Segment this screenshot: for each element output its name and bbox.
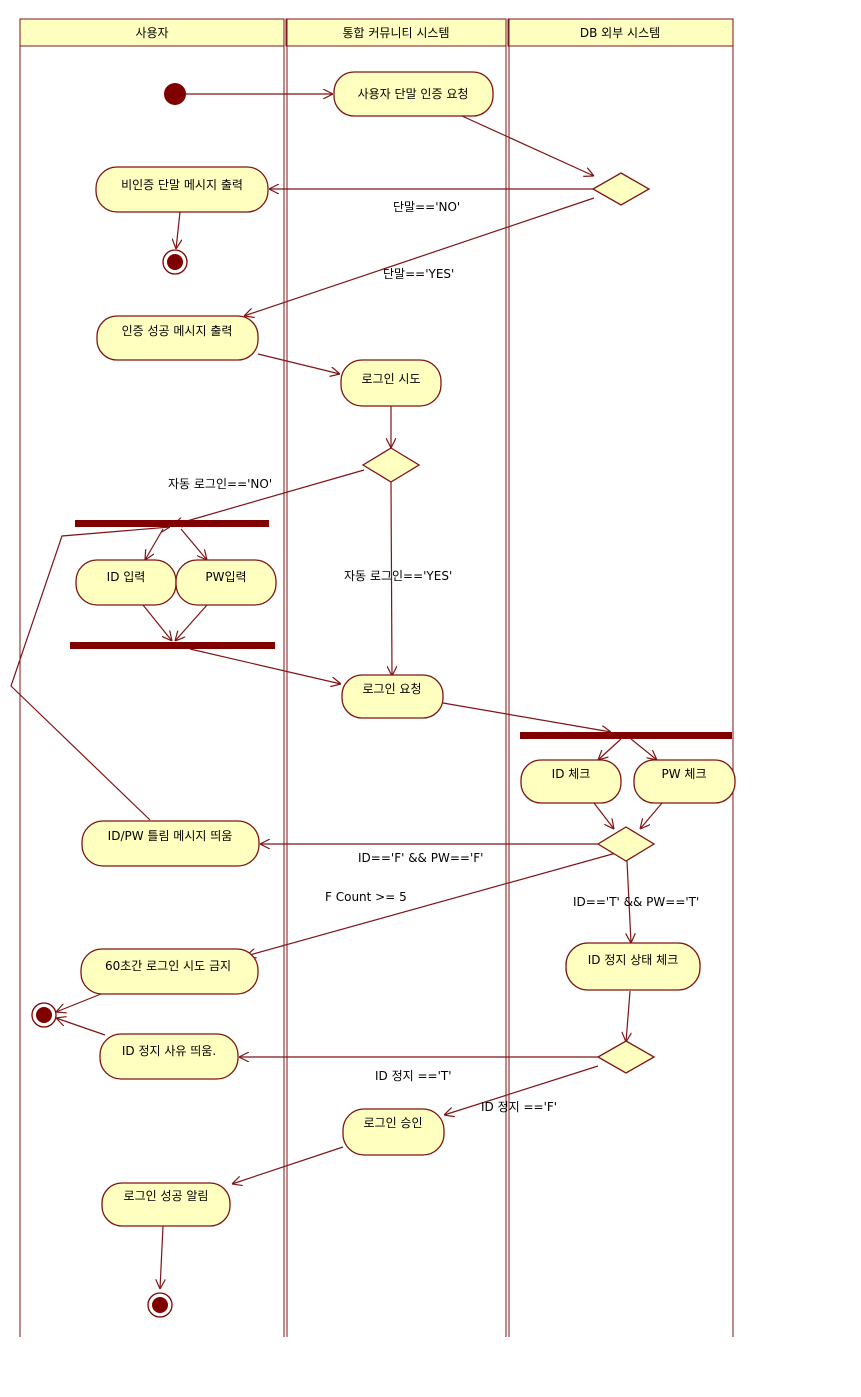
flow-pw-check-to-decision3 [640, 802, 663, 829]
flow-fork-to-pw [180, 528, 207, 560]
guard-suspended-true: ID 정지 =='T' [375, 1069, 452, 1083]
fork-bar-2 [520, 732, 732, 739]
action-login-success-notice: 로그인 성공 알림 [101, 1182, 231, 1227]
fork-bar-1 [75, 520, 269, 527]
action-auth-success-msg: 인증 성공 메시지 출력 [96, 315, 259, 361]
flow-retry-loop [10, 527, 170, 821]
flow-fork-to-id [145, 528, 164, 560]
swimlane-headers: 사용자 통합 커뮤니티 시스템 DB 외부 시스템 [19, 18, 734, 47]
guard-device-yes: 단말=='YES' [383, 267, 454, 281]
lane-title-db: DB 외부 시스템 [580, 26, 660, 40]
svg-text:ID/PW 틀림 메시지 띄움: ID/PW 틀림 메시지 띄움 [108, 829, 233, 843]
flow-approve-to-notice [232, 1146, 344, 1184]
svg-text:비인증 단말 메시지 출력: 비인증 단말 메시지 출력 [121, 178, 243, 192]
guard-labels: 단말=='NO' 단말=='YES' 자동 로그인=='NO' 자동 로그인==… [168, 200, 699, 1114]
guard-idpw-false: ID=='F' && PW=='F' [358, 851, 483, 865]
lane-header-system [285, 18, 507, 47]
svg-text:60초간 로그인 시도 금지: 60초간 로그인 시도 금지 [105, 959, 231, 973]
flow-id-to-join [142, 604, 172, 641]
action-id-input: ID 입력 [75, 559, 177, 606]
decision-auto-login [361, 447, 421, 483]
lane-header-db [507, 18, 734, 47]
flow-reason-to-end [56, 1018, 106, 1036]
flow-join-to-login-request [189, 648, 341, 684]
flow-status-to-decision4 [626, 990, 630, 1042]
action-pw-check: PW 체크 [633, 759, 736, 804]
guard-device-no: 단말=='NO' [393, 200, 460, 214]
svg-text:PW 체크: PW 체크 [662, 767, 707, 781]
action-login-request: 로그인 요청 [341, 674, 444, 719]
action-id-check: ID 체크 [520, 759, 622, 804]
action-login-approve: 로그인 승인 [342, 1108, 445, 1156]
lane-title-user: 사용자 [135, 26, 168, 40]
svg-text:ID 체크: ID 체크 [552, 767, 591, 781]
initial-node [164, 83, 186, 105]
flow-auto-login-yes [391, 481, 392, 676]
flow-fork-to-pw-check [630, 738, 657, 760]
svg-text:ID 정지 사유 띄움.: ID 정지 사유 띄움. [122, 1044, 216, 1058]
guard-auto-login-yes: 자동 로그인=='YES' [344, 569, 452, 583]
guard-idpw-true: ID=='T' && PW=='T' [573, 895, 699, 909]
guard-auto-login-no: 자동 로그인=='NO' [168, 477, 272, 491]
svg-text:PW입력: PW입력 [205, 570, 246, 584]
control-flows [10, 94, 663, 1289]
action-unauth-device-msg: 비인증 단말 메시지 출력 [95, 166, 269, 213]
guard-suspended-false: ID 정지 =='F' [481, 1100, 557, 1114]
action-pw-input: PW입력 [175, 559, 277, 606]
flow-device-yes [244, 197, 595, 316]
action-id-suspend-reason: ID 정지 사유 띄움. [99, 1033, 239, 1080]
flow-auth-to-decision1 [461, 115, 594, 176]
action-id-status-check: ID 정지 상태 체크 [565, 942, 701, 991]
flow-unauth-to-end [176, 211, 180, 249]
guard-fail-count: F Count >= 5 [325, 890, 407, 904]
svg-text:ID 정지 상태 체크: ID 정지 상태 체크 [588, 953, 678, 967]
final-node-1 [162, 249, 188, 275]
decision-suspended [596, 1040, 656, 1074]
svg-text:로그인 시도: 로그인 시도 [361, 372, 420, 386]
flow-block-to-end [56, 993, 102, 1012]
svg-text:로그인 요청: 로그인 요청 [362, 682, 421, 696]
action-device-auth-request: 사용자 단말 인증 요청 [333, 71, 494, 117]
svg-text:로그인 성공 알림: 로그인 성공 알림 [124, 1189, 209, 1203]
svg-text:인증 성공 메시지 출력: 인증 성공 메시지 출력 [122, 324, 233, 338]
lane-header-user [19, 18, 285, 47]
flow-id-check-to-decision3 [593, 802, 614, 829]
decision-device [591, 172, 651, 206]
swimlane-lines [19, 19, 734, 1337]
flow-suspended-false [444, 1065, 599, 1115]
flow-pw-to-join [175, 604, 208, 641]
flow-auto-login-no [173, 469, 365, 525]
flow-login-request-to-fork [442, 702, 611, 732]
flow-fail-count [246, 852, 617, 956]
action-login-attempt: 로그인 시도 [340, 359, 442, 407]
action-login-block-60s: 60초간 로그인 시도 금지 [80, 948, 259, 995]
svg-text:ID 입력: ID 입력 [107, 570, 146, 584]
flow-idpw-true [627, 860, 631, 943]
svg-text:로그인 승인: 로그인 승인 [363, 1116, 422, 1130]
svg-text:사용자 단말 인증 요청: 사용자 단말 인증 요청 [358, 87, 469, 101]
final-node-3 [147, 1292, 173, 1318]
flow-notice-to-end [160, 1225, 163, 1289]
final-node-2 [31, 1002, 57, 1028]
flow-fork-to-id-check [598, 738, 622, 760]
lane-title-system: 통합 커뮤니티 시스템 [343, 26, 450, 40]
action-idpw-wrong-msg: ID/PW 틀림 메시지 띄움 [81, 820, 260, 867]
decision-idpw [596, 826, 656, 862]
join-bar-1 [70, 642, 275, 649]
flow-success-to-login [257, 353, 340, 374]
